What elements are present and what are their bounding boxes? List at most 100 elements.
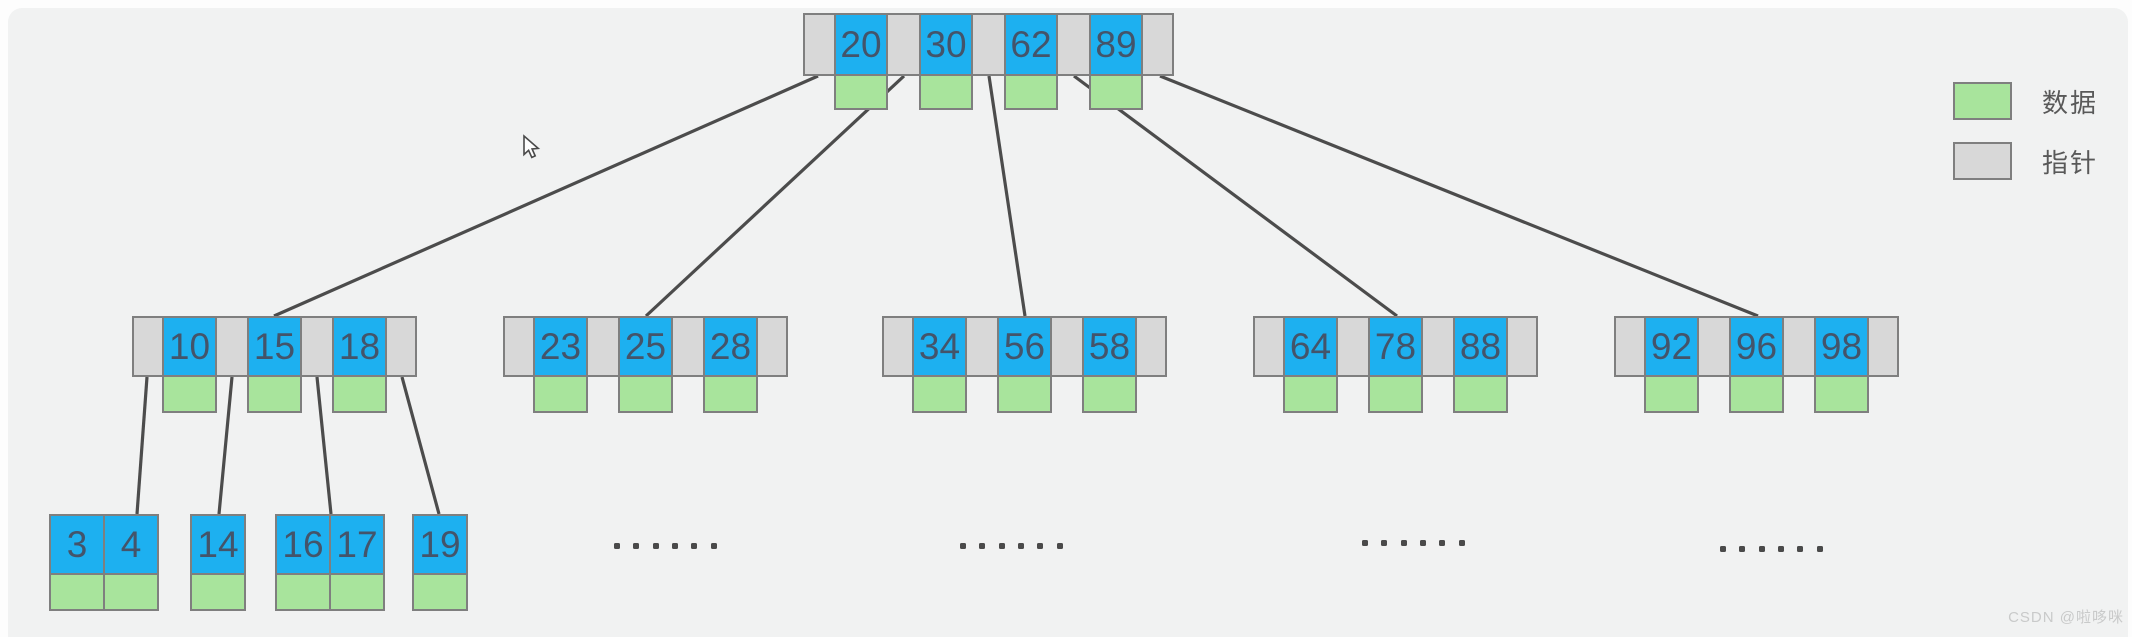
data-cell <box>332 375 387 413</box>
data-cell <box>703 375 758 413</box>
ellipsis-dot <box>614 543 620 549</box>
key-cell: 30 <box>919 13 973 76</box>
data-cell <box>1283 375 1338 413</box>
key-cell: 19 <box>412 514 468 575</box>
tree-edge <box>273 74 819 318</box>
key-cell: 10 <box>162 316 217 377</box>
ellipsis-dot <box>671 543 678 549</box>
key-cell: 28 <box>703 316 758 377</box>
data-cell <box>834 74 888 110</box>
key-cell: 14 <box>190 514 246 575</box>
key-cell: 20 <box>834 13 888 76</box>
btree-node-root: 20 30 62 89 <box>803 13 1174 112</box>
data-cell <box>162 375 217 413</box>
data-cell <box>1368 375 1423 413</box>
ellipsis-dot <box>1017 543 1024 549</box>
ellipsis-dot <box>1458 540 1465 546</box>
ellipsis-dot <box>633 543 640 549</box>
btree-node-branch-3: 34 56 58 <box>882 316 1167 415</box>
legend-label-pointer: 指针 <box>2042 147 2099 178</box>
key-cell: 98 <box>1814 316 1869 377</box>
data-cell <box>912 375 967 413</box>
btree-node-branch-2: 23 25 28 <box>503 316 788 415</box>
data-cell <box>412 573 468 611</box>
ellipsis-dot <box>979 543 986 549</box>
ellipsis-dot <box>1056 543 1063 549</box>
key-cell: 4 <box>103 514 159 575</box>
data-cell <box>1644 375 1699 413</box>
btree-node-branch-1: 10 15 18 <box>132 316 417 415</box>
tree-edge <box>1159 74 1759 318</box>
data-cell <box>618 375 673 413</box>
key-cell: 18 <box>332 316 387 377</box>
key-cell: 58 <box>1082 316 1137 377</box>
key-cell: 56 <box>997 316 1052 377</box>
key-cell: 16 <box>275 514 331 575</box>
btree-leaf-leaf-4: 19 <box>412 514 468 613</box>
tree-edge <box>1073 74 1398 318</box>
data-cell <box>329 573 385 611</box>
tree-edge <box>987 75 1027 317</box>
key-cell: 92 <box>1644 316 1699 377</box>
data-cell <box>1729 375 1784 413</box>
key-cell: 96 <box>1729 316 1784 377</box>
ellipsis-dot <box>1777 546 1784 552</box>
key-cell: 25 <box>618 316 673 377</box>
key-cell: 64 <box>1283 316 1338 377</box>
ellipsis-dot <box>691 543 698 549</box>
key-cell: 23 <box>533 316 588 377</box>
legend-label-data: 数据 <box>2042 87 2099 118</box>
tree-edge <box>217 376 234 515</box>
pointer-swatch <box>1953 142 2012 180</box>
legend-item-data: 数据 <box>1953 82 2098 120</box>
data-cell <box>49 573 105 611</box>
ellipsis-dot <box>1419 540 1426 546</box>
ellipsis-dot <box>1720 546 1726 552</box>
data-cell <box>1814 375 1869 413</box>
ellipsis-dot <box>1037 543 1044 549</box>
ellipsis-dot <box>1797 546 1804 552</box>
key-cell: 88 <box>1453 316 1508 377</box>
legend: 数据 指针 <box>1953 82 2098 202</box>
ellipsis-dot <box>1362 540 1368 546</box>
ellipsis-dot <box>1439 540 1446 546</box>
key-cell: 62 <box>1004 13 1058 76</box>
key-cell: 15 <box>247 316 302 377</box>
data-cell <box>1453 375 1508 413</box>
legend-item-pointer: 指针 <box>1953 142 2098 180</box>
tree-edge <box>644 74 906 318</box>
data-cell <box>190 573 246 611</box>
ellipsis-dot <box>1739 546 1746 552</box>
watermark: CSDN @啦哆咪 <box>2008 609 2124 626</box>
ellipsis-dot <box>1400 540 1407 546</box>
key-cell: 34 <box>912 316 967 377</box>
ellipsis-dot <box>652 543 659 549</box>
data-cell <box>997 375 1052 413</box>
tree-edge <box>135 376 149 515</box>
data-cell <box>533 375 588 413</box>
ellipsis-dot <box>960 543 966 549</box>
key-cell: 17 <box>329 514 385 575</box>
tree-edge <box>400 376 441 515</box>
data-cell <box>247 375 302 413</box>
data-cell <box>1089 74 1143 110</box>
key-cell: 3 <box>49 514 105 575</box>
ellipsis-dot <box>998 543 1005 549</box>
data-cell <box>103 573 159 611</box>
data-swatch <box>1953 82 2012 120</box>
key-cell: 89 <box>1089 13 1143 76</box>
data-cell <box>275 573 331 611</box>
btree-node-branch-4: 64 78 88 <box>1253 316 1538 415</box>
key-cell: 78 <box>1368 316 1423 377</box>
tree-edge <box>315 376 333 515</box>
btree-leaf-leaf-2: 14 <box>190 514 246 613</box>
ellipsis-dot <box>1758 546 1765 552</box>
ellipsis-dot <box>1816 546 1823 552</box>
data-cell <box>1004 74 1058 110</box>
ellipsis-dot <box>1381 540 1388 546</box>
ellipsis-dot <box>710 543 717 549</box>
btree-node-branch-5: 92 96 98 <box>1614 316 1899 415</box>
